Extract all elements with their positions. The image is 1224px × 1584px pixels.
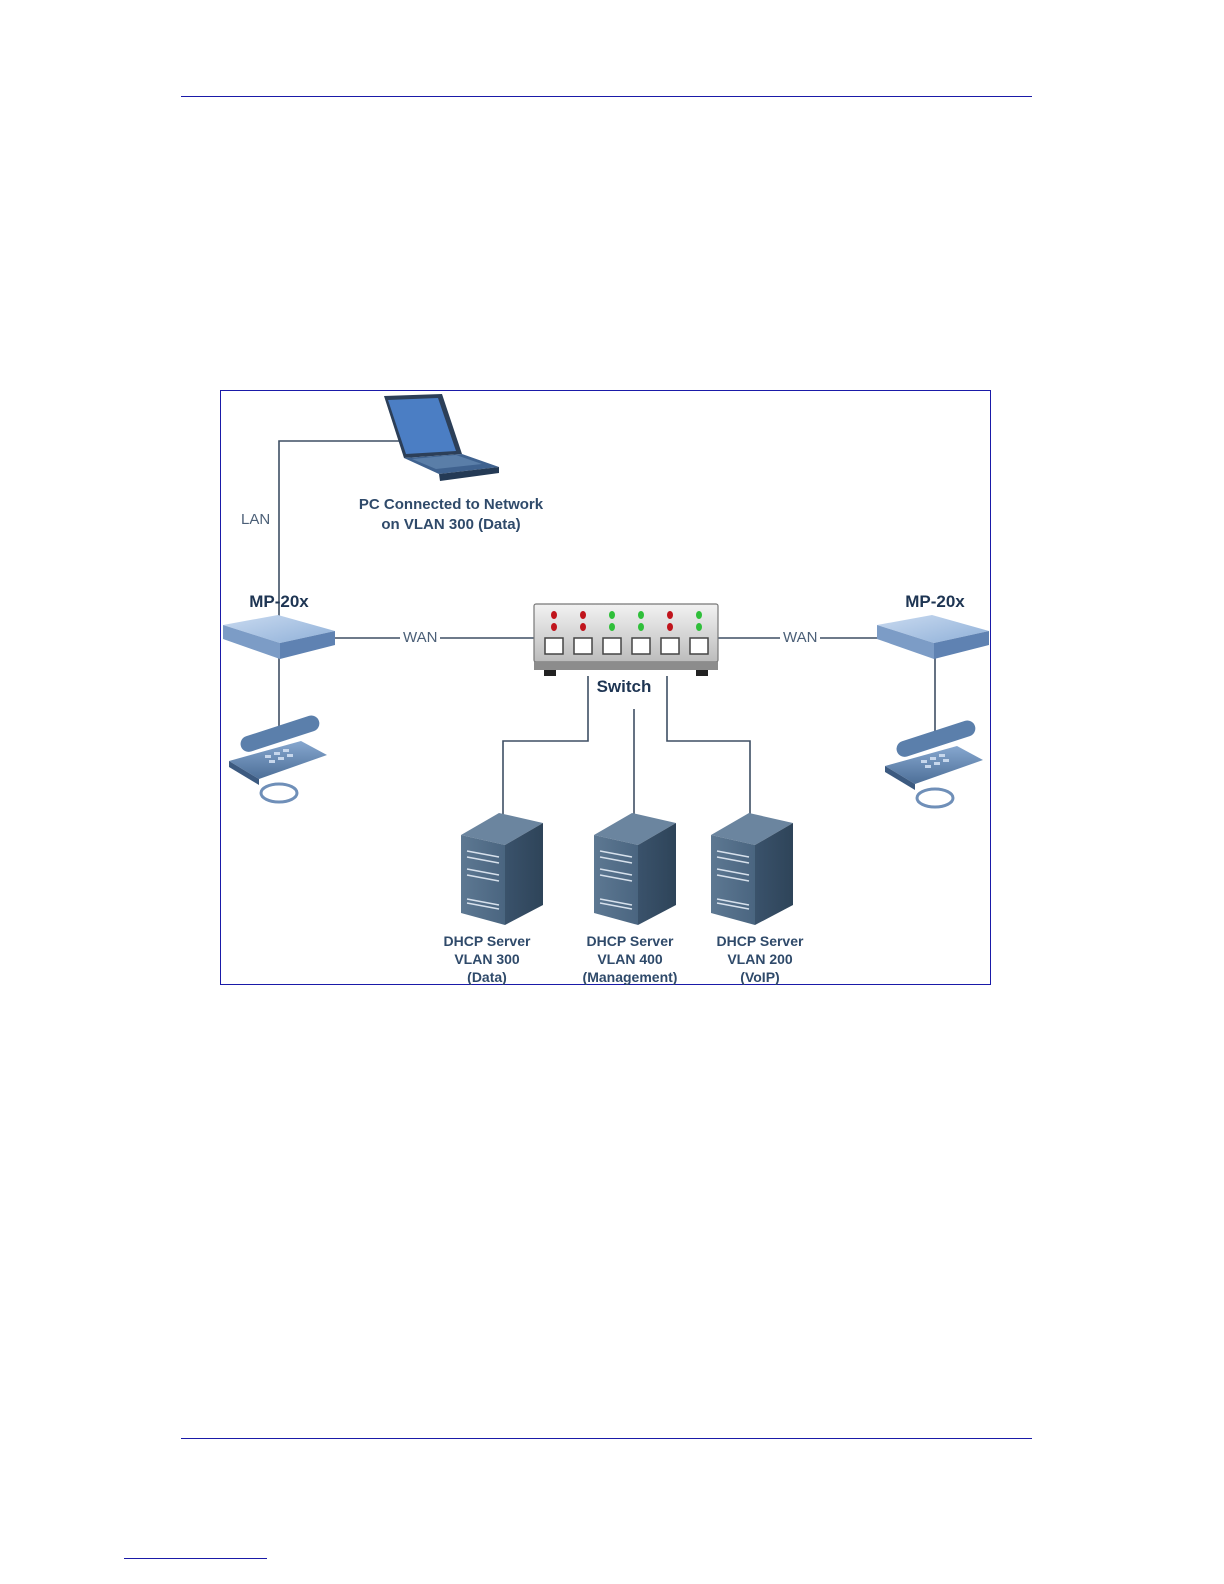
switch-led-bottom-6 (696, 623, 702, 631)
switch-led-bottom-1 (551, 623, 557, 631)
wan-link-label-left: WAN (400, 629, 440, 646)
footnote-rule (124, 1558, 267, 1559)
left-device-label: MP-20x (241, 592, 317, 612)
switch-led-bottom-4 (638, 623, 644, 631)
switch-icon (534, 604, 718, 676)
server-icon-1 (461, 813, 543, 925)
lan-link-label: LAN (238, 511, 273, 528)
laptop-icon (384, 394, 499, 481)
server-label-3: DHCP Server VLAN 200 (VoIP) (700, 932, 820, 986)
server-label-1: DHCP Server VLAN 300 (Data) (427, 932, 547, 986)
router-icon-left (223, 615, 335, 659)
switch-led-top-2 (580, 611, 586, 619)
network-diagram-figure: PC Connected to Network on VLAN 300 (Dat… (220, 390, 991, 985)
switch-led-bottom-3 (609, 623, 615, 631)
switch-led-top-6 (696, 611, 702, 619)
switch-led-top-5 (667, 611, 673, 619)
switch-led-bottom-5 (667, 623, 673, 631)
phone-icon-left (229, 713, 327, 802)
server1-link (503, 676, 588, 816)
switch-led-bottom-2 (580, 623, 586, 631)
server3-link (667, 676, 750, 816)
switch-led-top-3 (609, 611, 615, 619)
wan-link-label-right: WAN (780, 629, 820, 646)
router-icon-right (877, 615, 989, 659)
phone-icon-right (885, 718, 983, 807)
switch-label: Switch (584, 677, 664, 697)
pc-label: PC Connected to Network on VLAN 300 (Dat… (341, 495, 561, 535)
right-device-label: MP-20x (897, 592, 973, 612)
server-icon-2 (594, 813, 676, 925)
server-label-2: DHCP Server VLAN 400 (Management) (565, 932, 695, 986)
footer-rule (181, 1438, 1032, 1439)
server-icon-3 (711, 813, 793, 925)
switch-led-top-1 (551, 611, 557, 619)
header-rule (181, 96, 1032, 97)
switch-led-top-4 (638, 611, 644, 619)
